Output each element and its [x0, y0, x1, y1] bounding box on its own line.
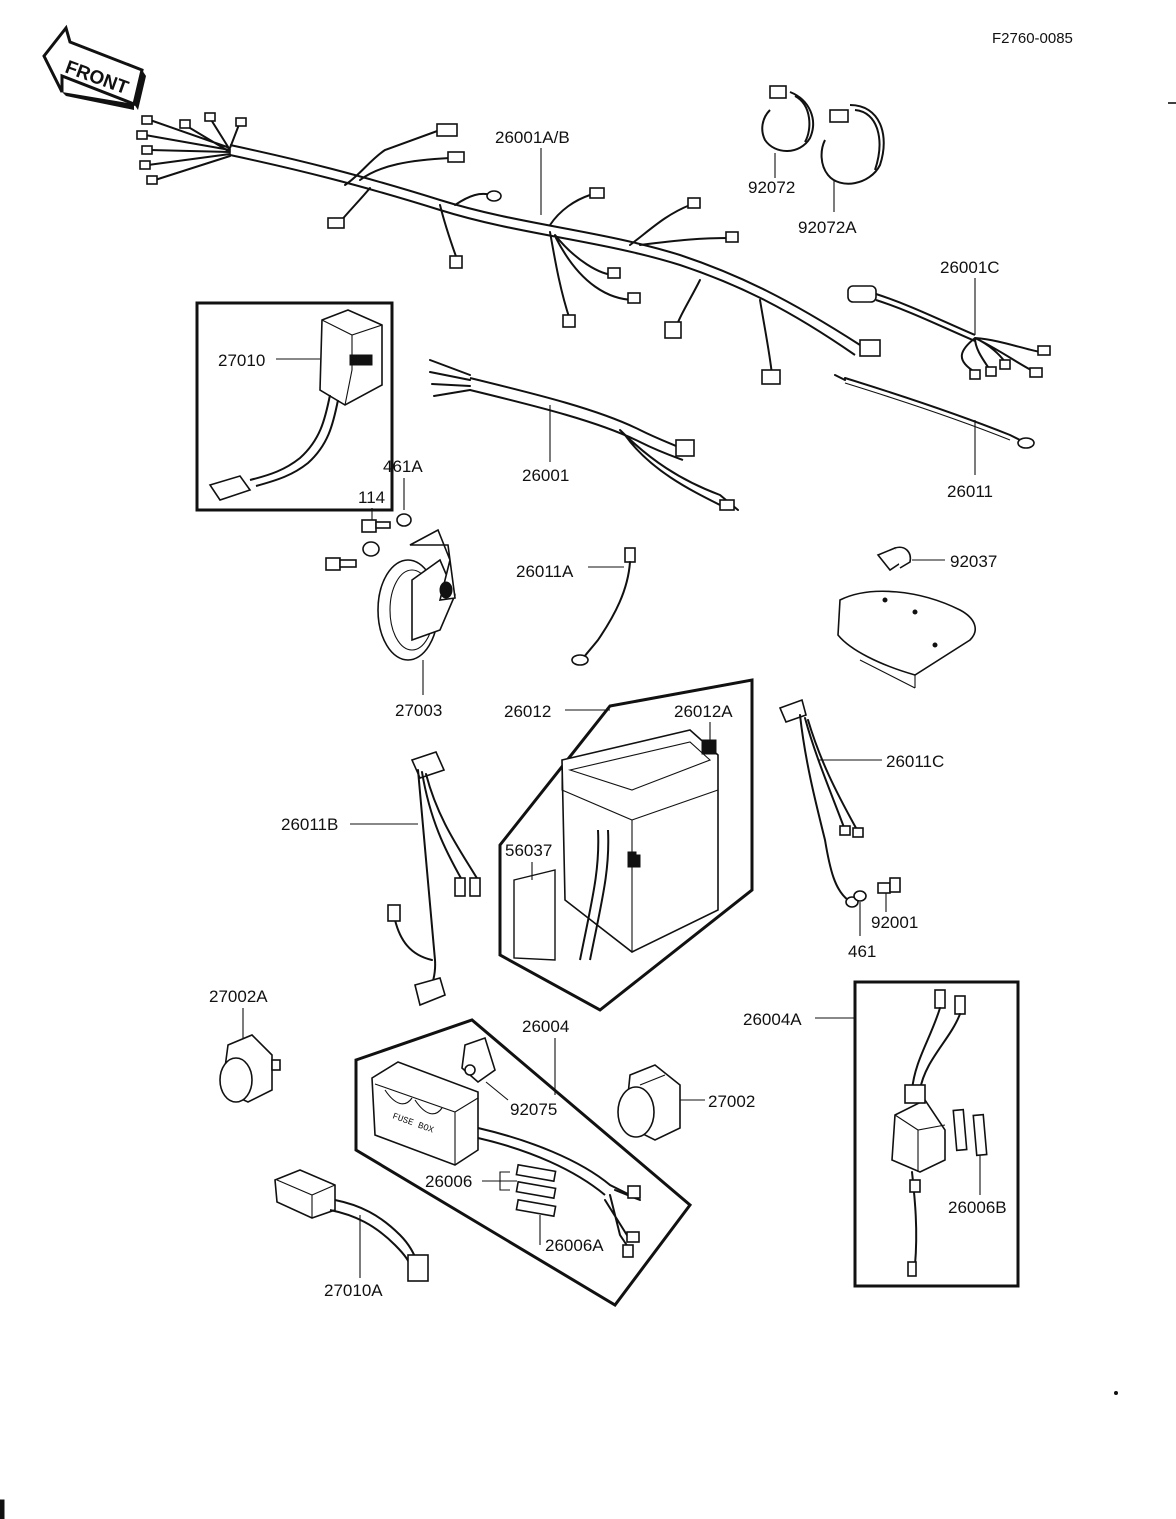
lead-26011a — [571, 547, 636, 666]
label-26001: 26001 — [522, 466, 569, 485]
bracket-26006 — [499, 1171, 510, 1191]
edge-mark-bottom — [0, 1499, 5, 1519]
bolt-side — [325, 557, 357, 571]
label-26006a: 26006A — [545, 1236, 604, 1255]
label-26001c: 26001C — [940, 258, 1000, 277]
label-26004a: 26004A — [743, 1010, 802, 1029]
label-26012a: 26012A — [674, 702, 733, 721]
battery-frame — [498, 678, 754, 1012]
switch-27002 — [617, 1064, 681, 1141]
label-461: 461 — [848, 942, 876, 961]
fuse-holder-26004a — [891, 989, 966, 1277]
main-wiring-harness — [136, 112, 881, 385]
bolt-92001 — [877, 877, 901, 894]
switch-27002a — [219, 1034, 281, 1103]
label-26011a: 26011A — [516, 562, 574, 581]
clamp-92037 — [876, 546, 912, 572]
label-27003: 27003 — [395, 701, 442, 720]
sub-harness-26001c — [847, 285, 1051, 380]
clamp-92072a — [820, 104, 885, 185]
washer-461 — [853, 890, 867, 902]
fuse-box-26004: FUSE BOX — [371, 1061, 641, 1258]
label-92072: 92072 — [748, 178, 795, 197]
label-26001ab: 26001A/B — [495, 128, 570, 147]
lead-26011c — [778, 698, 864, 908]
connector-27010a — [274, 1169, 429, 1282]
label-461a: 461A — [383, 457, 423, 476]
harness-26001 — [429, 359, 739, 511]
nut-icon — [362, 541, 380, 557]
label-27002a: 27002A — [209, 987, 268, 1006]
label-26011c: 26011C — [886, 752, 944, 771]
label-92037: 92037 — [950, 552, 997, 571]
label-92001: 92001 — [871, 913, 918, 932]
label-26006b: 26006B — [948, 1198, 1007, 1217]
washer-461a — [396, 513, 412, 527]
label-56037: 56037 — [505, 841, 552, 860]
spare-fuses-26006b — [952, 1108, 988, 1157]
label-92075: 92075 — [510, 1100, 557, 1119]
label-26012: 26012 — [504, 702, 551, 721]
label-92072a: 92072A — [798, 218, 857, 237]
clamp-92072 — [761, 85, 815, 152]
label-26006: 26006 — [425, 1172, 472, 1191]
label-27010: 27010 — [218, 351, 265, 370]
battery-vent-tube — [579, 829, 610, 961]
label-114: 114 — [358, 488, 385, 507]
label-sticker-56037 — [513, 869, 556, 961]
label-27010a: 27010A — [324, 1281, 383, 1300]
label-26011b: 26011B — [281, 815, 338, 834]
label-26011: 26011 — [947, 482, 993, 501]
leader-92075 — [485, 1081, 509, 1101]
horn-27003 — [377, 528, 456, 661]
fuses-26006 — [515, 1163, 557, 1218]
fuse-holder-frame — [853, 980, 1020, 1288]
figure-code: F2760-0085 — [992, 30, 1073, 47]
battery-26012 — [561, 729, 719, 953]
fuse-box-frame — [354, 1018, 693, 1307]
front-arrow-icon: FRONT — [42, 24, 146, 110]
regulator-27010-frame — [195, 301, 394, 512]
seat-cover — [837, 590, 976, 689]
label-26004: 26004 — [522, 1017, 569, 1036]
label-27002: 27002 — [708, 1092, 755, 1111]
lead-26011 — [834, 374, 1035, 449]
connector-92075 — [461, 1036, 496, 1084]
bolt-114 — [361, 519, 391, 533]
lead-26011b — [387, 751, 481, 1007]
regulator-27010 — [208, 309, 383, 501]
speck — [1114, 1391, 1118, 1395]
